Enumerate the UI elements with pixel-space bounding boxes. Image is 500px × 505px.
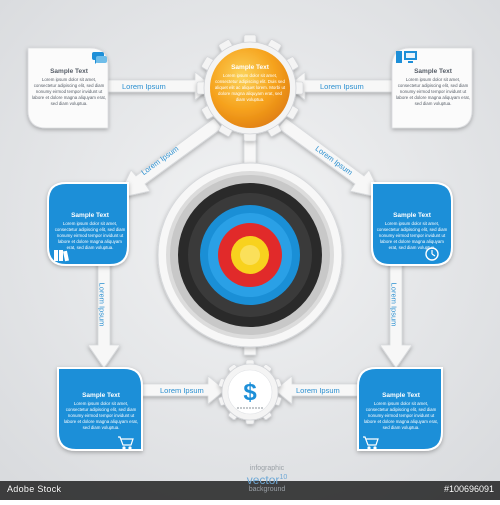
watermark-line3: background: [248, 486, 286, 493]
arrow-label-bottom-right: Lorem Ipsum: [296, 386, 340, 395]
watermark-center: infographic vector10 background: [222, 465, 312, 493]
arrow-label-bottom-left: Lorem Ipsum: [160, 386, 204, 395]
card-title: Sample Text: [382, 392, 420, 399]
dollar-dots: [237, 407, 263, 409]
watermark-vector: vector: [246, 473, 280, 487]
dollar-gear: [218, 359, 282, 425]
card-title: Sample Text: [50, 68, 88, 75]
card-mid-right-shape: [371, 182, 453, 266]
watermark-version: 10: [279, 474, 288, 481]
watermark-line1: infographic: [249, 465, 285, 472]
card-top-right-text: Sample Text Lorem ipsum dolor sit amet, …: [396, 68, 470, 107]
card-bottom-right-shape: [357, 367, 443, 451]
card-body: Lorem ipsum dolor sit amet, consectetur …: [32, 77, 106, 106]
chat-bubble-icon: [92, 52, 107, 64]
cards-layer: [27, 47, 473, 451]
cart-icon: [363, 436, 379, 450]
card-title: Sample Text: [393, 212, 431, 219]
dollar-icon: $: [243, 379, 257, 406]
arrow-bottom-left: [141, 375, 226, 405]
arrow-label-top-right: Lorem Ipsum: [320, 82, 364, 91]
card-top-left-shape: [27, 47, 109, 129]
hub-text: Sample Text Lorem ipsum dolor sit amet, …: [214, 64, 286, 103]
card-title: Sample Text: [82, 392, 120, 399]
books-icon: [54, 250, 69, 262]
watermark-line2: vector10: [222, 472, 312, 486]
card-top-left-text: Sample Text Lorem ipsum dolor sit amet, …: [32, 68, 106, 107]
watermark-stripe: [0, 481, 500, 500]
card-body: Lorem ipsum dolor sit amet, consectetur …: [64, 401, 138, 430]
card-mid-left-text: Sample Text Lorem ipsum dolor sit amet, …: [54, 212, 126, 251]
card-title: Sample Text: [71, 212, 109, 219]
card-top-right-shape: [391, 47, 473, 129]
cart-icon: [118, 436, 134, 450]
card-mid-left-shape: [47, 182, 129, 266]
arrow-label-left-vertical: Lorem Ipsum: [97, 282, 107, 327]
hub-body: Lorem ipsum dolor sit amet, consectetur …: [214, 73, 286, 102]
card-mid-right-text: Sample Text Lorem ipsum dolor sit amet, …: [376, 212, 448, 251]
card-bottom-left-text: Sample Text Lorem ipsum dolor sit amet, …: [62, 392, 140, 431]
card-bottom-left-shape: [57, 367, 143, 451]
arrow-diag-right: [277, 117, 383, 199]
clock-icon: [425, 247, 439, 261]
card-bottom-right-text: Sample Text Lorem ipsum dolor sit amet, …: [362, 392, 440, 431]
target-layer: [157, 162, 343, 348]
arrow-diag-left: [117, 117, 223, 199]
card-body: Lorem ipsum dolor sit amet, consectetur …: [376, 221, 448, 250]
arrow-bottom-right: [274, 375, 359, 405]
watermark-id: #100696091: [443, 484, 494, 494]
card-title: Sample Text: [414, 68, 452, 75]
arrow-left-down: [87, 261, 121, 369]
card-body: Lorem ipsum dolor sit amet, consectetur …: [54, 221, 126, 250]
card-body: Lorem ipsum dolor sit amet, consectetur …: [396, 77, 470, 106]
hub-gear: [196, 34, 304, 142]
hub-title: Sample Text: [231, 64, 269, 71]
arrow-label-top-left: Lorem Ipsum: [122, 82, 166, 91]
hub-orange-disc: [210, 48, 290, 128]
card-body: Lorem ipsum dolor sit amet, consectetur …: [364, 401, 438, 430]
computer-icon: [396, 51, 417, 63]
arrow-right-down: [379, 261, 413, 369]
arrow-label-right-vertical: Lorem Ipsum: [389, 282, 399, 327]
watermark-brand: Adobe Stock: [7, 484, 62, 494]
